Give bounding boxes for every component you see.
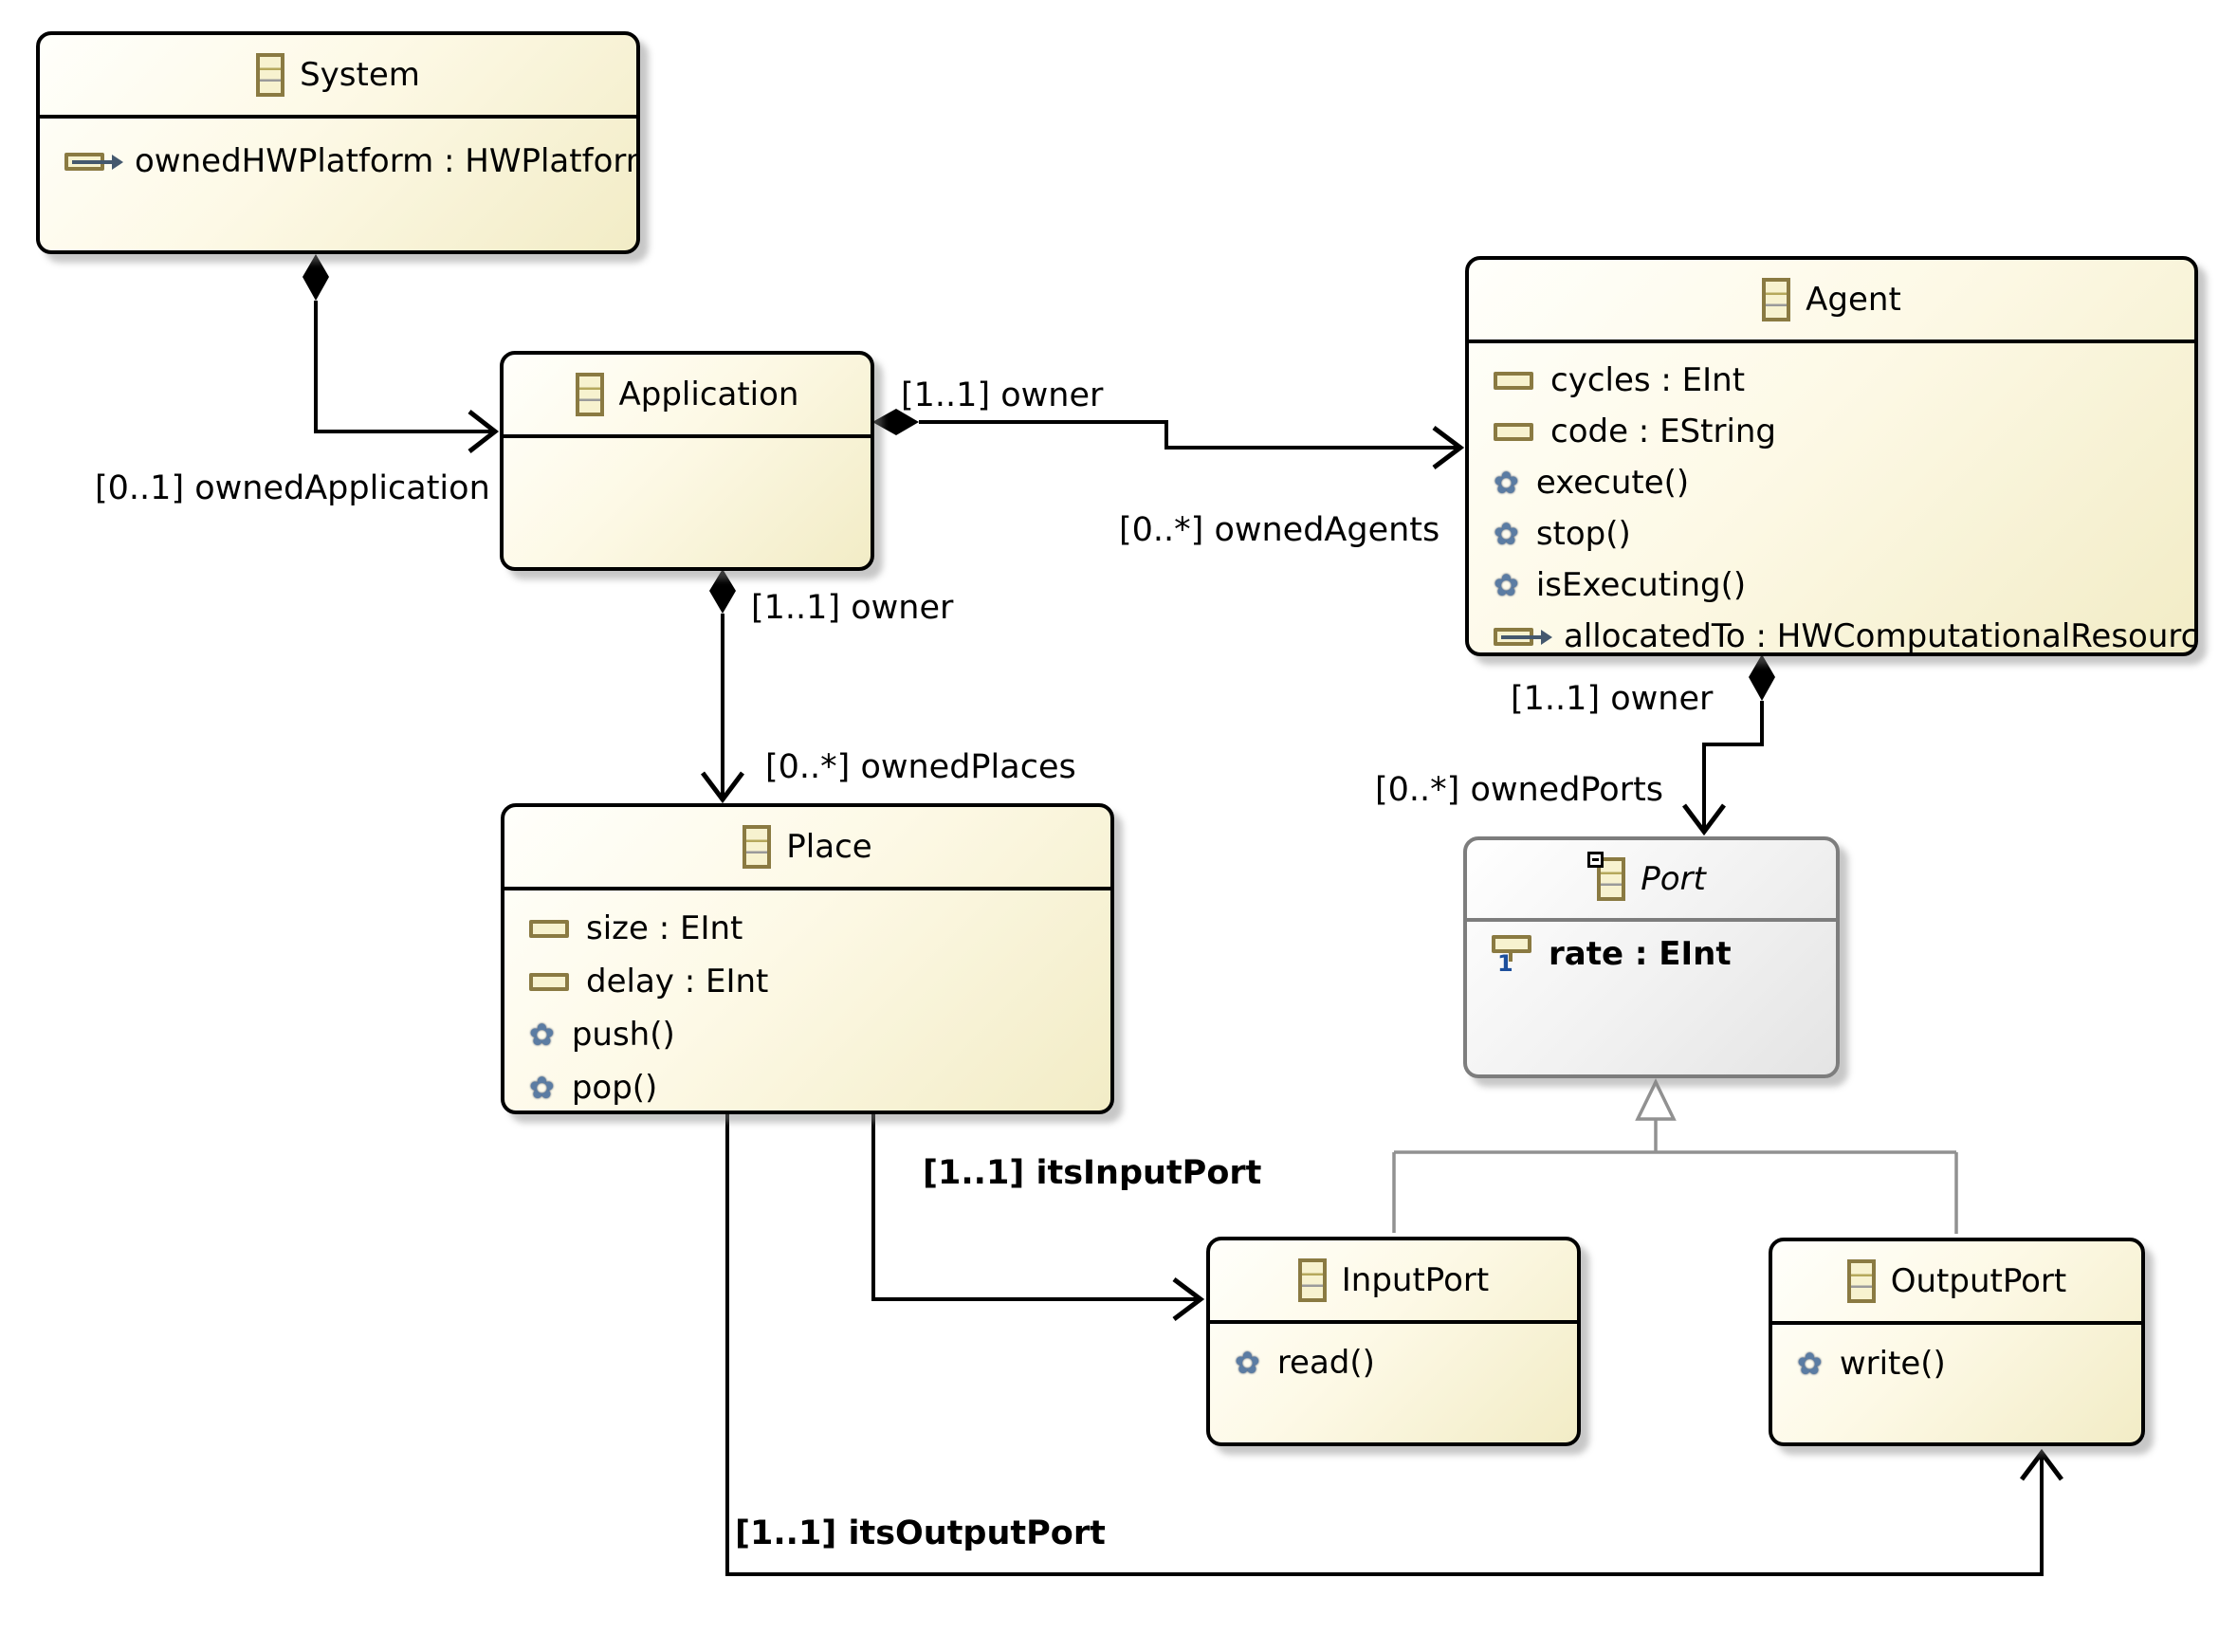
- class-port-header[interactable]: Port: [1467, 840, 1836, 922]
- member-isExecuting[interactable]: isExecuting(): [1469, 560, 2194, 611]
- member-delay[interactable]: delay : EInt: [504, 955, 1110, 1008]
- edge-owned-places[interactable]: [701, 569, 744, 804]
- member-label: size : EInt: [586, 909, 743, 947]
- label-place-owner[interactable]: [1..1] owner: [751, 589, 954, 627]
- class-application-header[interactable]: Application: [504, 355, 871, 438]
- member-label: code : EString: [1550, 413, 1777, 450]
- member-label: allocatedTo : HWComputationalResource: [1564, 617, 2198, 655]
- class-icon: [1762, 278, 1791, 321]
- class-outputport-header[interactable]: OutputPort: [1772, 1241, 2141, 1325]
- label-owned-places[interactable]: [0..*] ownedPlaces: [765, 748, 1076, 786]
- abstract-badge-icon: [1587, 852, 1604, 868]
- class-title: Place: [786, 828, 872, 866]
- reference-icon: [1494, 627, 1552, 646]
- class-title: System: [300, 56, 420, 94]
- class-agent-header[interactable]: Agent: [1469, 260, 2194, 343]
- label-its-input-port[interactable]: [1..1] itsInputPort: [923, 1154, 1262, 1192]
- class-system[interactable]: System ownedHWPlatform : HWPlatform: [36, 31, 640, 254]
- class-system-header[interactable]: System: [40, 35, 636, 119]
- class-inputport[interactable]: InputPort read(): [1206, 1237, 1581, 1446]
- class-inputport-header[interactable]: InputPort: [1210, 1240, 1577, 1324]
- class-application[interactable]: Application: [500, 351, 874, 571]
- operation-icon: [1494, 570, 1519, 600]
- member-stop[interactable]: stop(): [1469, 508, 2194, 560]
- member-label: ownedHWPlatform : HWPlatform: [135, 142, 640, 180]
- member-code[interactable]: code : EString: [1469, 406, 2194, 457]
- member-rate[interactable]: rate : EInt: [1467, 935, 1836, 992]
- class-icon: [743, 825, 772, 869]
- edge-owned-agents[interactable]: [872, 409, 1465, 469]
- abstract-class-icon: [1587, 852, 1626, 901]
- operation-icon: [1494, 519, 1519, 549]
- attribute-icon: [529, 972, 569, 991]
- member-label: execute(): [1535, 464, 1690, 502]
- class-title: Agent: [1806, 281, 1901, 319]
- member-write[interactable]: write(): [1772, 1338, 2141, 1389]
- member-allocatedTo[interactable]: allocatedTo : HWComputationalResource: [1469, 611, 2194, 652]
- label-owned-agents[interactable]: [0..*] ownedAgents: [1119, 511, 1440, 549]
- edge-owned-application[interactable]: [303, 254, 500, 453]
- member-label: stop(): [1535, 515, 1631, 553]
- label-owned-application[interactable]: [0..1] ownedApplication: [95, 469, 490, 507]
- label-its-output-port[interactable]: [1..1] itsOutputPort: [735, 1514, 1106, 1552]
- class-icon: [256, 53, 285, 97]
- operation-icon: [529, 1073, 555, 1103]
- member-label: isExecuting(): [1535, 566, 1747, 604]
- class-icon: [1846, 1259, 1876, 1303]
- member-execute[interactable]: execute(): [1469, 457, 2194, 508]
- class-port[interactable]: Port rate : EInt: [1463, 836, 1840, 1078]
- member-pop[interactable]: pop(): [504, 1061, 1110, 1111]
- member-label: write(): [1839, 1345, 1946, 1383]
- edge-owned-ports[interactable]: [1682, 654, 1775, 836]
- class-title: Port: [1641, 860, 1706, 898]
- member-label: push(): [571, 1016, 675, 1054]
- member-label: delay : EInt: [586, 963, 769, 1000]
- label-owned-ports[interactable]: [0..*] ownedPorts: [1375, 771, 1664, 809]
- operation-icon: [529, 1019, 555, 1050]
- class-icon: [1297, 1258, 1327, 1302]
- attribute-icon: [1494, 371, 1533, 390]
- member-ownedHWPlatform[interactable]: ownedHWPlatform : HWPlatform: [40, 136, 636, 187]
- member-size[interactable]: size : EInt: [504, 902, 1110, 955]
- class-title: Application: [618, 376, 799, 413]
- typed-attribute-icon: [1492, 935, 1531, 973]
- class-agent[interactable]: Agent cycles : EInt code : EString execu…: [1465, 256, 2198, 656]
- member-label: read(): [1276, 1344, 1375, 1382]
- edge-generalization[interactable]: [1392, 1078, 1958, 1234]
- edge-its-input-port[interactable]: [871, 1114, 1205, 1321]
- reference-icon: [64, 152, 123, 171]
- edge-its-output-port[interactable]: [725, 1114, 2063, 1576]
- operation-icon: [1494, 468, 1519, 498]
- class-title: OutputPort: [1890, 1262, 2067, 1300]
- attribute-icon: [529, 919, 569, 938]
- class-icon: [575, 373, 604, 416]
- member-label: cycles : EInt: [1550, 361, 1746, 399]
- member-label: pop(): [571, 1069, 658, 1107]
- class-place-header[interactable]: Place: [504, 807, 1110, 890]
- class-outputport[interactable]: OutputPort write(): [1769, 1238, 2145, 1446]
- operation-icon: [1797, 1349, 1823, 1379]
- label-agent-owner[interactable]: [1..1] owner: [901, 376, 1104, 414]
- operation-icon: [1235, 1348, 1260, 1378]
- attribute-icon: [1494, 422, 1533, 441]
- member-read[interactable]: read(): [1210, 1337, 1577, 1388]
- member-push[interactable]: push(): [504, 1008, 1110, 1061]
- label-port-owner[interactable]: [1..1] owner: [1511, 680, 1714, 718]
- class-place[interactable]: Place size : EInt delay : EInt push() po…: [501, 803, 1114, 1114]
- member-cycles[interactable]: cycles : EInt: [1469, 355, 2194, 406]
- class-title: InputPort: [1341, 1261, 1490, 1299]
- member-label: rate : EInt: [1549, 935, 1732, 973]
